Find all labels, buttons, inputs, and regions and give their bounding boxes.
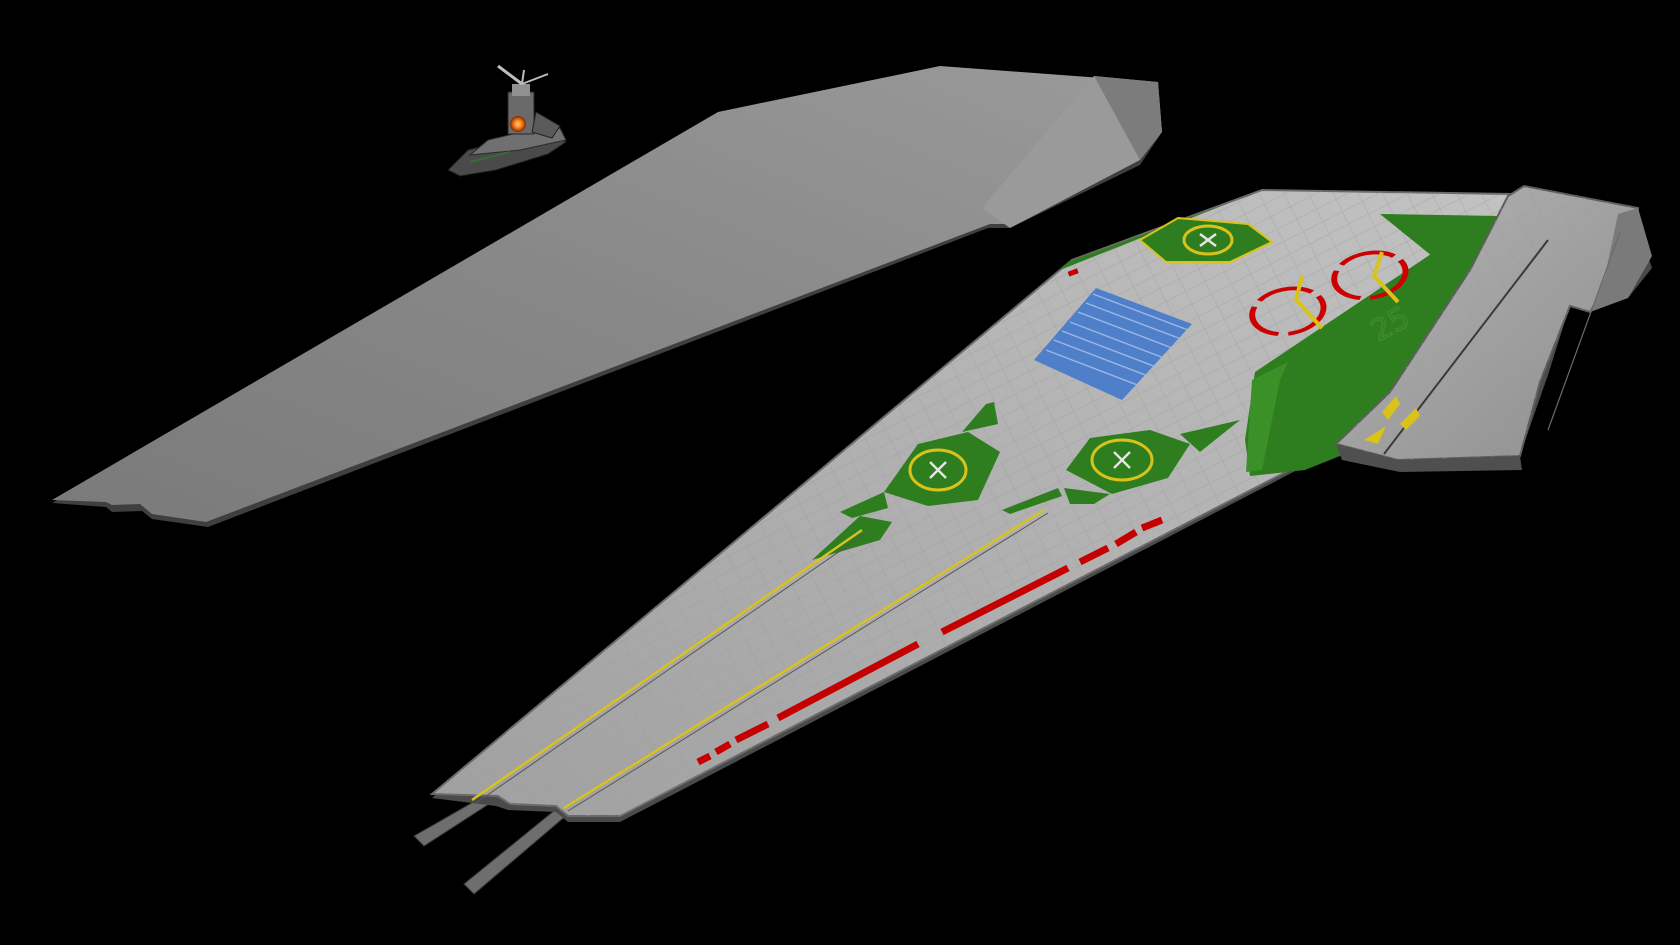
ship-antenna-2 [521, 73, 549, 85]
small-spaceship [447, 64, 567, 177]
landing-pad-top [1138, 216, 1274, 263]
red-ring-1 [1249, 286, 1327, 337]
tower-yellow-marker-3 [1364, 426, 1386, 444]
launch-rail-right [563, 508, 1045, 810]
ship-engine-glow [510, 116, 526, 132]
red-edge-stripes [696, 516, 1164, 766]
helipad-x-icon [929, 461, 947, 479]
textured-carrier: 25 [413, 184, 1652, 895]
ship-light [469, 151, 511, 163]
yellow-guide-1 [1293, 275, 1324, 330]
tower-plating [1336, 186, 1638, 460]
red-deck-marker [1067, 268, 1079, 277]
tower-ridge-2 [1547, 231, 1621, 431]
yellow-guide-2 [1371, 251, 1400, 304]
tower-side-face [1590, 208, 1652, 312]
untextured-rear-block-face [1094, 76, 1162, 160]
helipad-x-icon [1113, 451, 1131, 469]
ship-antenna [497, 64, 523, 86]
tower-lower-face [1336, 444, 1522, 472]
launch-rail-left [471, 529, 863, 801]
untextured-carrier [52, 66, 1162, 527]
island-tower [1334, 184, 1652, 472]
blue-panel-lines [1045, 293, 1189, 387]
ship-tower-cap [512, 84, 530, 96]
tower-yellow-marker-1 [1382, 396, 1400, 420]
launch-rail-right-shadow [567, 512, 1049, 812]
green-lower-wedge [1246, 362, 1288, 472]
launch-rail-left-shadow [475, 532, 867, 804]
tower-yellow-marker-2 [1400, 408, 1420, 430]
green-side-strip [1245, 216, 1500, 476]
ship-fin [531, 111, 561, 139]
red-ring-2 [1331, 250, 1409, 301]
green-top-strip [1380, 214, 1500, 256]
untextured-deck-surface [52, 66, 1160, 522]
helipad-x-icon [1199, 233, 1217, 247]
ship-antenna-3 [521, 69, 525, 85]
deck-plating [432, 190, 1510, 816]
bow-spike-right [463, 805, 569, 895]
landing-pad-right [1002, 420, 1240, 514]
